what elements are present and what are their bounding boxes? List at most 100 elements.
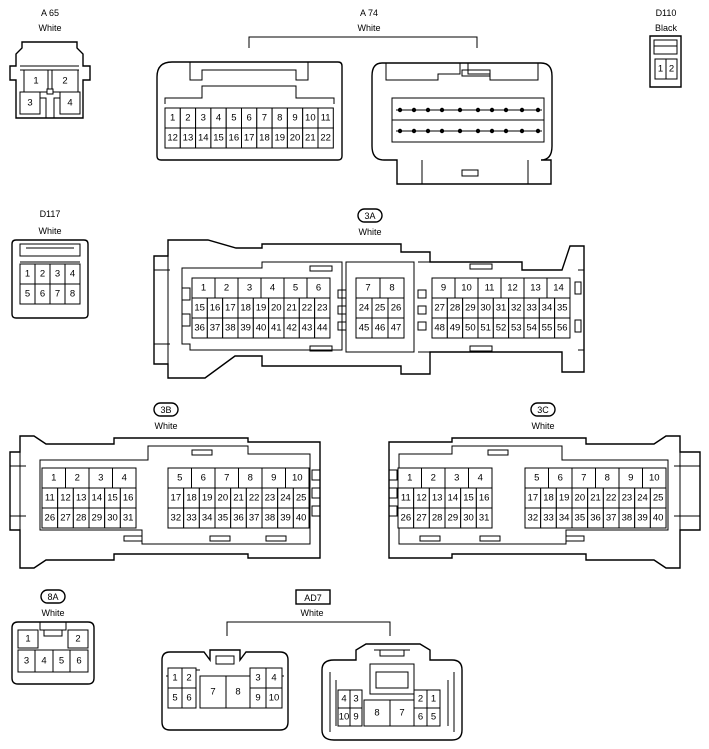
pin-label: 14 <box>553 283 564 294</box>
pin-label: 7 <box>365 283 370 294</box>
pin-label: 33 <box>186 513 197 524</box>
pin-label: 36 <box>194 323 205 334</box>
latch-detail <box>40 91 60 118</box>
connector-color: White <box>357 23 380 33</box>
pin-label: 3 <box>201 113 206 124</box>
housing-detail <box>154 256 584 364</box>
terminal-dot <box>425 128 431 134</box>
terminal-dot <box>535 128 541 134</box>
pin-label: 12 <box>507 283 518 294</box>
pin-label: 51 <box>480 323 491 334</box>
pin-label: 20 <box>575 493 586 504</box>
pin-label: 50 <box>465 323 476 334</box>
housing-detail <box>39 445 311 545</box>
pin-label: 35 <box>557 303 568 314</box>
pin-label: 47 <box>391 323 402 334</box>
pin-label: 24 <box>280 493 291 504</box>
pin-label: 23 <box>317 303 328 314</box>
connector-code: AD7 <box>304 593 322 603</box>
latch-tab <box>419 535 441 542</box>
latch-tab <box>309 265 333 272</box>
latch-tab <box>191 449 213 456</box>
pin-label: 15 <box>194 303 205 314</box>
pin-label: 9 <box>628 473 633 484</box>
housing-detail <box>10 452 26 530</box>
pin-label: 33 <box>543 513 554 524</box>
pin-label: 36 <box>590 513 601 524</box>
pin-label: 4 <box>271 673 276 684</box>
pin-label: 37 <box>606 513 617 524</box>
pin-cell <box>349 707 363 727</box>
pin-label: 11 <box>485 283 495 294</box>
pin-grid <box>191 277 571 339</box>
pin-label: 2 <box>186 673 191 684</box>
key-tab <box>337 321 347 331</box>
pin-cell <box>426 707 441 727</box>
pin-grid <box>164 107 334 149</box>
pin-cell <box>292 507 310 529</box>
pin-label: 9 <box>271 473 276 484</box>
key-tab <box>311 505 321 517</box>
pin-label: 22 <box>320 133 331 144</box>
pin-label: 3 <box>55 269 60 280</box>
pin-label: 20 <box>271 303 282 314</box>
pair-bracket <box>226 621 391 636</box>
pin-label: 3 <box>454 473 459 484</box>
pin-label: 8 <box>248 473 253 484</box>
housing-detail <box>421 160 529 184</box>
pin-label: 3 <box>255 673 260 684</box>
pin-label: 7 <box>581 473 586 484</box>
pin-cell <box>554 317 571 339</box>
key-tab <box>417 305 427 315</box>
pin-label: 34 <box>542 303 553 314</box>
pin-cell <box>475 507 493 529</box>
pin-label: 38 <box>265 513 276 524</box>
pin-label: 9 <box>353 712 358 723</box>
pin-label: 2 <box>669 64 674 75</box>
pin-label: 17 <box>528 493 539 504</box>
terminal-dot <box>439 107 445 113</box>
pin-label: 1 <box>33 76 38 87</box>
pin-label: 5 <box>231 113 236 124</box>
pin-label: 21 <box>590 493 601 504</box>
pin-label: 2 <box>75 473 80 484</box>
pin-label: 49 <box>450 323 461 334</box>
pin-cell <box>649 507 667 529</box>
pin-label: 1 <box>170 113 175 124</box>
pin-label: 34 <box>202 513 213 524</box>
pin-label: 7 <box>210 687 215 698</box>
connector-code: 3C <box>537 405 549 415</box>
connector-d110: D110 Black 1 2 <box>649 8 682 88</box>
pin-cell <box>69 649 89 673</box>
pin-label: 23 <box>265 493 276 504</box>
key-tab <box>388 505 398 517</box>
terminal-dot <box>519 128 525 134</box>
pin-label: 2 <box>185 113 190 124</box>
pin-label: 30 <box>463 513 474 524</box>
pin-label: 5 <box>25 289 30 300</box>
key-tab <box>181 313 191 327</box>
terminal-dot <box>397 107 403 113</box>
pin-label: 38 <box>622 513 633 524</box>
pin-grid <box>41 467 310 529</box>
key-tab <box>417 321 427 331</box>
terminal-dots <box>396 107 542 134</box>
pin-label: 16 <box>229 133 240 144</box>
pin-label: 10 <box>305 113 316 124</box>
pin-label: 19 <box>559 493 570 504</box>
pin-label: 6 <box>418 712 423 723</box>
pin-label: 23 <box>622 493 633 504</box>
pin-label: 2 <box>40 269 45 280</box>
latch-tab <box>469 263 493 270</box>
pin-label: 8 <box>277 113 282 124</box>
key-tab <box>181 287 191 301</box>
pin-label: 28 <box>450 303 461 314</box>
pin-label: 7 <box>399 708 404 719</box>
pin-label: 16 <box>123 493 134 504</box>
pin-label: 4 <box>216 113 221 124</box>
pin-label: 5 <box>177 473 182 484</box>
pin-label: 28 <box>76 513 87 524</box>
key-tab <box>337 289 347 299</box>
